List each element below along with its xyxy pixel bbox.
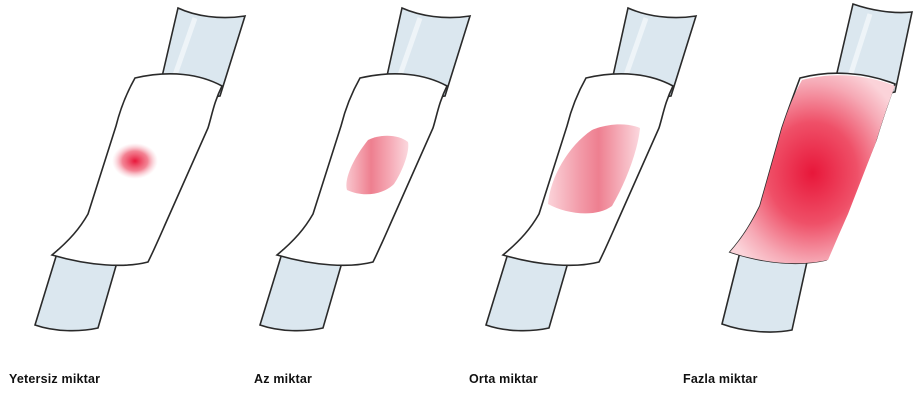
stain-patch	[730, 75, 895, 263]
caption-excessive: Fazla miktar	[683, 372, 758, 386]
specimen-small	[260, 8, 470, 331]
caption-medium: Orta miktar	[469, 372, 538, 386]
caption-insufficient: Yetersiz miktar	[9, 372, 100, 386]
specimen-medium	[486, 8, 696, 331]
stain-spot	[112, 143, 158, 179]
caption-small: Az miktar	[254, 372, 312, 386]
specimen-excessive	[722, 4, 912, 332]
specimen-insufficient	[35, 8, 245, 331]
